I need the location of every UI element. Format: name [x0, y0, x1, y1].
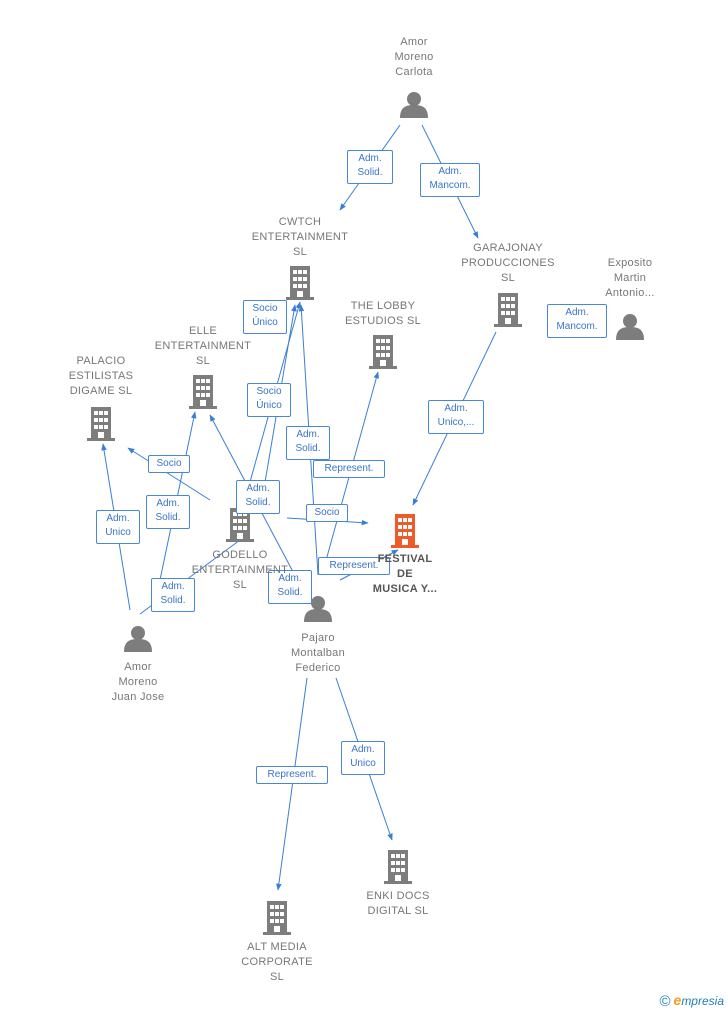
building-icon-enki[interactable]: [384, 850, 412, 884]
node-label-palacio[interactable]: PALACIO ESTILISTAS DIGAME SL: [68, 355, 134, 397]
building-icon-palacio[interactable]: [87, 407, 115, 441]
building-icon-elle[interactable]: [189, 375, 217, 409]
edge-label-e16[interactable]: Adm. Solid.: [268, 570, 312, 604]
building-icon-cwtch[interactable]: [286, 266, 314, 300]
node-label-garajonay[interactable]: GARAJONAY PRODUCCIONES SL: [461, 242, 555, 284]
brand-name: mpresia: [681, 994, 724, 1008]
copyright-icon: ©: [659, 993, 671, 1010]
edge-label-e15[interactable]: Represent.: [318, 557, 390, 575]
node-label-exposito[interactable]: Exposito Martin Antonio...: [605, 257, 655, 299]
building-icon-altmedia[interactable]: [263, 901, 291, 935]
edge-line-e9: [127, 447, 211, 501]
edge-label-e9[interactable]: Socio: [148, 455, 190, 473]
node-label-altmedia[interactable]: ALT MEDIA CORPORATE SL: [241, 941, 313, 983]
edge-label-e17[interactable]: Represent.: [256, 766, 328, 784]
edge-label-e6[interactable]: Adm. Solid.: [286, 426, 330, 460]
edge-label-e7[interactable]: Represent.: [313, 460, 385, 478]
edge-label-e2[interactable]: Adm. Mancom.: [420, 163, 480, 197]
edge-label-e12[interactable]: Adm. Solid.: [236, 480, 280, 514]
node-label-amor-juanjose[interactable]: Amor Moreno Juan Jose: [111, 661, 165, 703]
person-icon-amor-carlota[interactable]: [400, 92, 428, 118]
person-icon-exposito[interactable]: [616, 314, 644, 340]
brand-logo-e: e: [673, 992, 682, 1008]
edge-label-e1[interactable]: Adm. Solid.: [347, 150, 393, 184]
node-label-elle[interactable]: ELLE ENTERTAINMENT SL: [154, 325, 252, 367]
edge-label-e10[interactable]: Adm. Solid.: [146, 495, 190, 529]
edge-label-e3[interactable]: Adm. Mancom.: [547, 304, 607, 338]
node-label-festival[interactable]: FESTIVAL DE MUSICA Y...: [372, 553, 438, 595]
node-label-enki[interactable]: ENKI DOCS DIGITAL SL: [366, 890, 430, 917]
edge-label-e11[interactable]: Adm. Unico: [96, 510, 140, 544]
edge-label-e14[interactable]: Socio: [306, 504, 348, 522]
node-label-cwtch[interactable]: CWTCH ENTERTAINMENT SL: [251, 216, 349, 258]
node-label-lobby[interactable]: THE LOBBY ESTUDIOS SL: [344, 300, 422, 327]
edge-label-e8[interactable]: Adm. Unico,...: [428, 400, 484, 434]
building-icon-garajonay[interactable]: [494, 293, 522, 327]
node-label-godello[interactable]: GODELLO ENTERTAINMENT SL: [191, 549, 289, 591]
building-icon-lobby[interactable]: [369, 335, 397, 369]
edge-label-e18[interactable]: Adm. Unico: [341, 741, 385, 775]
empresia-footer[interactable]: ©empresia: [659, 992, 724, 1010]
node-label-amor-carlota[interactable]: Amor Moreno Carlota: [394, 36, 434, 78]
building-icon-festival[interactable]: [391, 514, 419, 548]
edge-label-e4[interactable]: Socio Único: [243, 300, 287, 334]
person-icon-amor-juanjose[interactable]: [124, 626, 152, 652]
edge-label-e5[interactable]: Socio Único: [247, 383, 291, 417]
node-label-pajaro[interactable]: Pajaro Montalban Federico: [290, 632, 346, 674]
edge-line-e17: [276, 677, 308, 891]
edge-label-e13[interactable]: Adm. Solid.: [151, 578, 195, 612]
